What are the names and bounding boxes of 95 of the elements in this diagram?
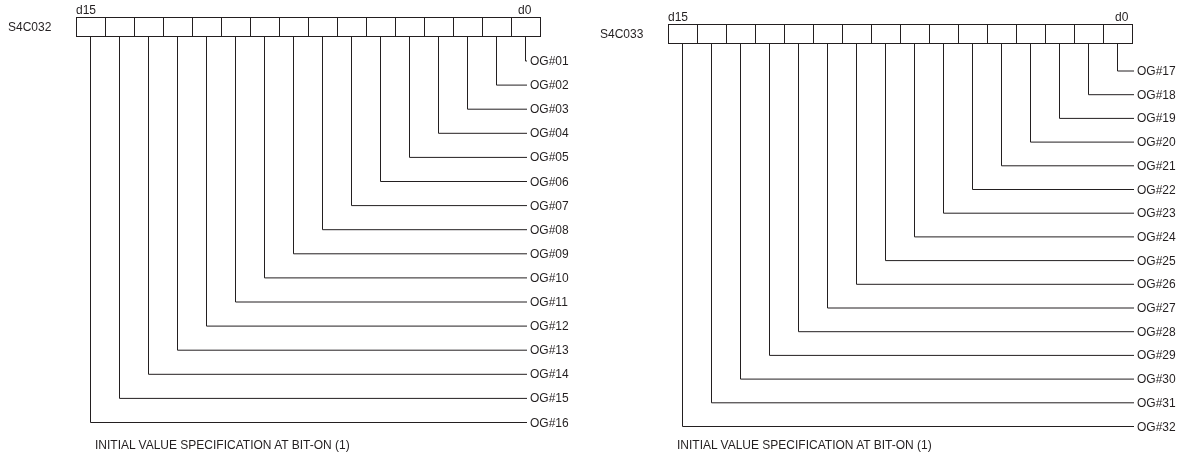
output-label: OG#25: [1137, 253, 1176, 268]
output-label: OG#02: [530, 78, 569, 93]
bit-cell: [511, 17, 541, 37]
bit-cell: [134, 17, 164, 37]
register-name: S4C033: [600, 27, 644, 41]
leader-line: [1001, 43, 1135, 167]
leader-line: [1117, 43, 1135, 72]
bit-cell: [192, 17, 222, 37]
output-label: OG#29: [1137, 348, 1176, 363]
bit-cell: [76, 17, 106, 37]
output-label: OG#10: [530, 270, 569, 285]
output-label: OG#14: [530, 367, 569, 382]
bit-cell: [842, 24, 872, 44]
bit-cell: [958, 24, 988, 44]
output-label: OG#28: [1137, 324, 1176, 339]
note-text: INITIAL VALUE SPECIFICATION AT BIT-ON (1): [677, 438, 932, 452]
output-label: OG#01: [530, 54, 569, 68]
bit-cell: [308, 17, 338, 37]
bit-label: d0: [1115, 10, 1129, 24]
bit-label: d0: [518, 3, 532, 17]
leader-line: [1030, 43, 1135, 143]
output-label: OG#16: [530, 415, 569, 430]
bit-cell: [1016, 24, 1046, 44]
output-label: OG#27: [1137, 301, 1176, 315]
leader-line: [1059, 43, 1135, 119]
bit-cell: [337, 17, 367, 37]
output-label: OG#08: [530, 222, 569, 237]
bit-cell: [395, 17, 425, 37]
bit-cell: [929, 24, 959, 44]
output-label: OG#05: [530, 150, 569, 165]
bit-cell: [871, 24, 901, 44]
output-label: OG#24: [1137, 229, 1176, 244]
output-label: OG#19: [1137, 111, 1176, 126]
bit-cell: [279, 17, 309, 37]
leader-line: [467, 36, 528, 110]
output-label: OG#15: [530, 391, 569, 406]
output-label: OG#21: [1137, 158, 1176, 173]
register-name: S4C032: [8, 20, 52, 34]
output-label: OG#04: [530, 126, 569, 141]
bit-cell: [1103, 24, 1133, 44]
output-label: OG#18: [1137, 87, 1176, 102]
bit-cell: [900, 24, 930, 44]
output-label: OG#20: [1137, 135, 1176, 150]
leader-line: [438, 36, 528, 134]
leader-line: [525, 36, 528, 62]
bit-cell: [755, 24, 785, 44]
bit-cell: [784, 24, 814, 44]
output-label: OG#03: [530, 102, 569, 117]
leader-line: [293, 36, 528, 255]
output-label: OG#31: [1137, 395, 1176, 410]
bit-label: d15: [76, 3, 97, 17]
bit-cell: [668, 24, 698, 44]
output-label: OG#32: [1137, 419, 1176, 434]
leader-line: [885, 43, 1135, 262]
bit-cell: [987, 24, 1017, 44]
leader-line: [943, 43, 1135, 214]
bit-cell: [453, 17, 483, 37]
output-label: OG#17: [1137, 64, 1176, 78]
leader-line: [380, 36, 528, 182]
leader-line: [264, 36, 528, 279]
bit-cell: [221, 17, 251, 37]
bit-cell: [105, 17, 135, 37]
output-label: OG#22: [1137, 182, 1176, 197]
bit-cell: [366, 17, 396, 37]
bit-cell: [163, 17, 193, 37]
bit-cell: [1074, 24, 1104, 44]
output-label: OG#06: [530, 174, 569, 189]
output-label: OG#23: [1137, 206, 1176, 221]
bit-cell: [482, 17, 512, 37]
bit-label: d15: [668, 10, 689, 24]
leader-line: [322, 36, 528, 231]
leader-line: [1088, 43, 1135, 96]
bit-cell: [250, 17, 280, 37]
output-label: OG#30: [1137, 372, 1176, 387]
leader-line: [972, 43, 1135, 190]
leader-line: [856, 43, 1135, 285]
output-label: OG#11: [530, 295, 568, 309]
output-label: OG#13: [530, 343, 569, 358]
note-text: INITIAL VALUE SPECIFICATION AT BIT-ON (1): [95, 438, 350, 452]
leader-line: [409, 36, 528, 158]
bit-cell: [1045, 24, 1075, 44]
output-label: OG#26: [1137, 277, 1176, 292]
leader-line: [827, 43, 1135, 309]
leader-line: [206, 36, 528, 327]
leader-line: [496, 36, 528, 86]
bit-cell: [813, 24, 843, 44]
leader-line: [914, 43, 1135, 238]
bit-cell: [726, 24, 756, 44]
output-label: OG#07: [530, 198, 569, 213]
bit-cell: [697, 24, 727, 44]
leader-line: [351, 36, 528, 207]
bit-cell: [424, 17, 454, 37]
leader-line: [235, 36, 528, 303]
output-label: OG#12: [530, 319, 569, 334]
output-label: OG#09: [530, 246, 569, 261]
